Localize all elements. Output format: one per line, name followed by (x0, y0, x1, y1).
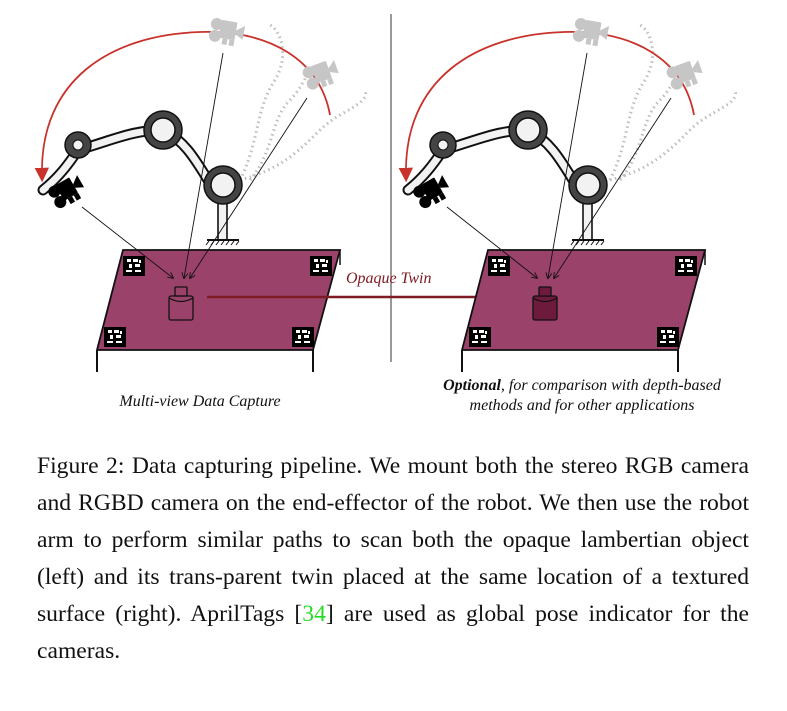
right-panel-caption: Optional, for comparison with depth-base… (392, 376, 772, 416)
textured-table-surface (460, 249, 707, 351)
figure-caption: Figure 2: Data capturing pipeline. We mo… (37, 448, 749, 670)
apriltag-icon (104, 327, 126, 347)
apriltag-icon (675, 256, 697, 276)
robot-arm-icon (43, 111, 242, 245)
left-panel (34, 17, 367, 372)
figure-illustration (34, 14, 737, 372)
right-caption-line1: , for comparison with depth-based (500, 377, 721, 394)
opaque-twin-label: Opaque Twin (346, 270, 432, 287)
right-panel (398, 17, 737, 372)
right-caption-line2: methods and for other applications (469, 397, 695, 414)
optional-label: Optional (443, 377, 501, 394)
ghost-camera-top-icon (571, 17, 610, 48)
apriltag-icon (292, 327, 314, 347)
citation-link[interactable]: 34 (302, 601, 326, 627)
ghost-camera-top-icon (207, 17, 246, 48)
apriltag-icon (488, 256, 510, 276)
apriltag-icon (469, 327, 491, 347)
ghost-arm-trail (238, 23, 367, 182)
caption-text-after-ref: ] are used as global pose indicator for … (37, 601, 749, 664)
left-panel-caption: Multi-view Data Capture (119, 393, 281, 410)
apriltag-icon (123, 256, 145, 276)
transparent-object-icon (532, 286, 558, 321)
opaque-object-icon (168, 286, 194, 321)
apriltag-icon (657, 327, 679, 347)
figure-label: Figure 2: (37, 453, 125, 479)
apriltag-icon (310, 256, 332, 276)
textured-table-surface (95, 249, 342, 351)
caption-text-before-ref: Data capturing pipeline. We mount both t… (37, 453, 749, 627)
robot-arm-icon (408, 111, 607, 245)
